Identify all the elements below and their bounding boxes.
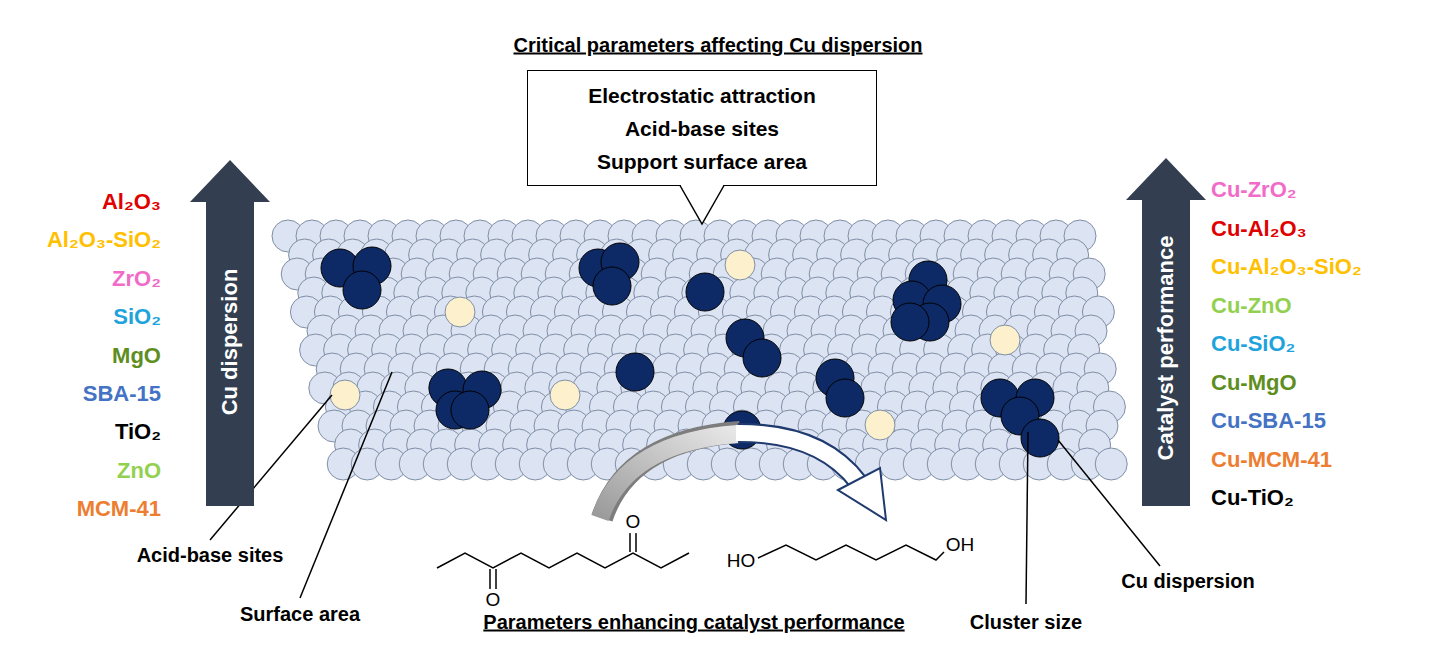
catalyst-name: Cu-TiO₂ xyxy=(1211,485,1294,510)
support-sphere xyxy=(1095,448,1127,480)
cu-atom xyxy=(616,353,654,391)
double-bond xyxy=(489,569,491,589)
support-name: SiO₂ xyxy=(113,305,161,330)
catalyst-name: Cu-MCM-41 xyxy=(1211,447,1332,472)
catalyst-name: Cu-SBA-15 xyxy=(1211,408,1326,433)
leader-label: Cu dispersion xyxy=(1121,570,1254,593)
cu-atom xyxy=(593,267,631,305)
double-bond xyxy=(629,532,631,552)
atom-label: OH xyxy=(946,534,975,556)
acid-base-site xyxy=(990,325,1020,355)
cu-atom xyxy=(451,391,489,429)
catalyst-name: Cu-MgO xyxy=(1211,370,1297,395)
support-name: TiO₂ xyxy=(115,420,161,445)
atom-label: O xyxy=(626,511,641,533)
arrow-label: Catalyst performance xyxy=(1153,236,1179,461)
pointer-outline xyxy=(680,186,724,225)
support-name: Al₂O₃-SiO₂ xyxy=(47,228,161,253)
atom-label: O xyxy=(486,589,501,611)
atom-label: HO xyxy=(727,550,756,572)
support-name: ZrO₂ xyxy=(112,266,161,291)
support-name: SBA-15 xyxy=(83,381,161,406)
support-name: ZnO xyxy=(117,458,161,483)
leader-line xyxy=(1026,432,1028,604)
callout-text: Electrostatic attraction xyxy=(588,79,816,112)
reaction-arrow-head xyxy=(838,468,886,520)
catalyst-name: Cu-Al₂O₃-SiO₂ xyxy=(1211,254,1362,279)
arrow-fill xyxy=(1126,158,1206,506)
cu-atom xyxy=(343,271,381,309)
callout-box: Electrostatic attractionAcid-base sitesS… xyxy=(527,70,877,186)
arrow-fill xyxy=(190,160,270,506)
acid-base-site xyxy=(445,297,475,327)
acid-base-site xyxy=(725,250,755,280)
diagram-title: Critical parameters affecting Cu dispers… xyxy=(513,34,922,57)
support-name: Al₂O₃ xyxy=(102,189,161,214)
pointer-fill xyxy=(680,184,724,224)
acid-base-site xyxy=(330,380,360,410)
cu-atom xyxy=(891,303,929,341)
leader-label: Surface area xyxy=(240,603,360,626)
reaction-arrow-body xyxy=(736,433,858,482)
reaction-arrow-tail-fill xyxy=(600,434,738,518)
catalyst-name: Cu-Al₂O₃ xyxy=(1211,216,1307,241)
catalyst-name: Cu-ZrO₂ xyxy=(1211,177,1297,202)
support-name: MgO xyxy=(112,343,161,368)
cu-atom xyxy=(1021,419,1059,457)
cu-atom xyxy=(743,339,781,377)
acid-base-site xyxy=(550,380,580,410)
acid-base-sites xyxy=(330,250,1020,440)
catalyst-name: Cu-SiO₂ xyxy=(1211,331,1295,356)
support-name: MCM-41 xyxy=(77,497,161,522)
cu-atom xyxy=(826,379,864,417)
leader-label: Cluster size xyxy=(970,611,1082,634)
up-arrow: Catalyst performance xyxy=(1126,158,1206,506)
callout-text: Support surface area xyxy=(597,145,807,178)
up-arrow: Cu dispersion xyxy=(190,160,270,506)
double-bond xyxy=(495,569,497,589)
section-heading: Parameters enhancing catalyst performanc… xyxy=(483,611,904,634)
leader-label: Acid-base sites xyxy=(137,544,284,567)
acid-base-site xyxy=(865,410,895,440)
cu-clusters xyxy=(321,243,1059,457)
callout-text: Acid-base sites xyxy=(625,112,779,145)
cu-atom xyxy=(686,273,724,311)
catalyst-name: Cu-ZnO xyxy=(1211,293,1292,318)
hexanediol xyxy=(758,545,944,560)
leader-line xyxy=(300,372,392,598)
double-bond xyxy=(635,532,637,552)
arrow-label: Cu dispersion xyxy=(217,269,243,416)
dimethyl-adipate xyxy=(437,553,689,568)
